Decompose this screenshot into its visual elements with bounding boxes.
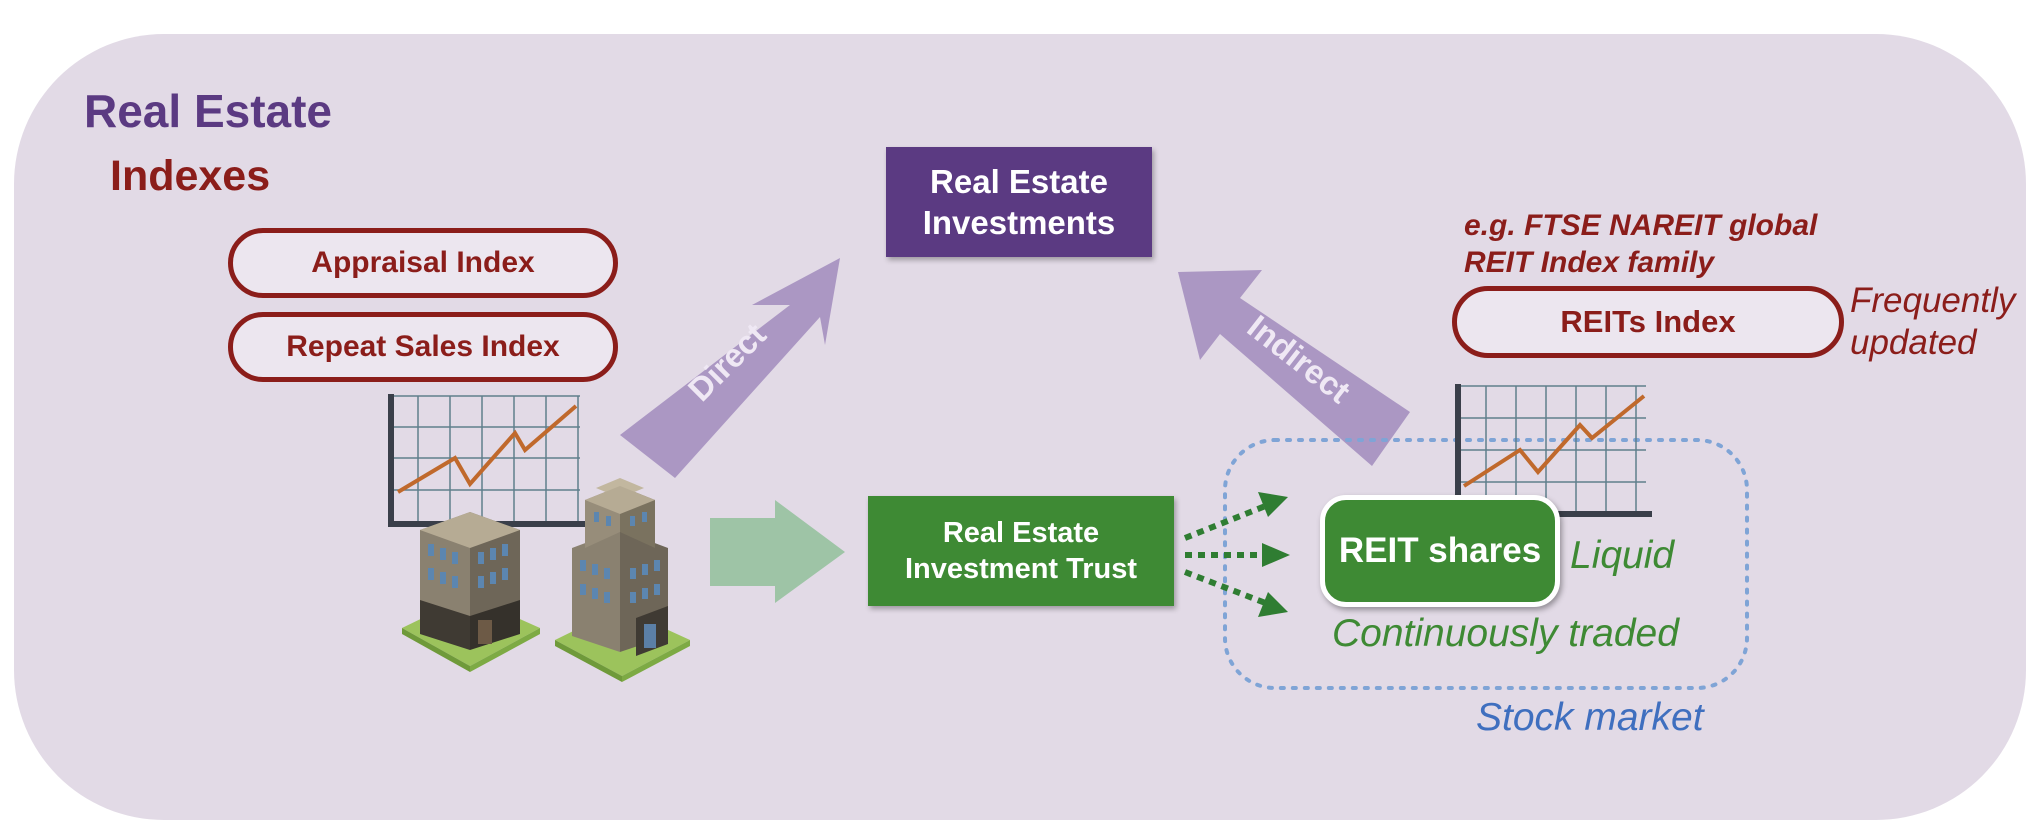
real-estate-investments-box: Real Estate Investments xyxy=(886,147,1152,257)
direct-arrow xyxy=(620,258,840,478)
title-indexes: Indexes xyxy=(110,152,271,200)
office-building-icon xyxy=(402,512,540,672)
indirect-arrow xyxy=(1178,270,1410,466)
line-chart-icon xyxy=(388,394,588,527)
stock-market-label: Stock market xyxy=(1476,696,1704,739)
repeat-sales-index-pill: Repeat Sales Index xyxy=(228,312,618,382)
frequently-updated-note: Frequently updated xyxy=(1850,281,2016,362)
flow-arrow xyxy=(710,500,845,603)
reits-index-pill: REITs Index xyxy=(1452,286,1844,358)
stock-market-region xyxy=(1223,438,1749,690)
appraisal-index-pill: Appraisal Index xyxy=(228,228,618,298)
reit-shares-box: REIT shares xyxy=(1320,495,1560,607)
continuously-traded-label: Continuously traded xyxy=(1332,612,1679,655)
title-real-estate: Real Estate xyxy=(84,85,333,137)
liquid-label: Liquid xyxy=(1570,534,1675,577)
office-building-icon xyxy=(555,478,690,682)
dotted-arrows xyxy=(1183,502,1270,607)
ftse-nareit-note: e.g. FTSE NAREIT global REIT Index famil… xyxy=(1464,209,1818,279)
reit-box: Real Estate Investment Trust xyxy=(868,496,1174,606)
